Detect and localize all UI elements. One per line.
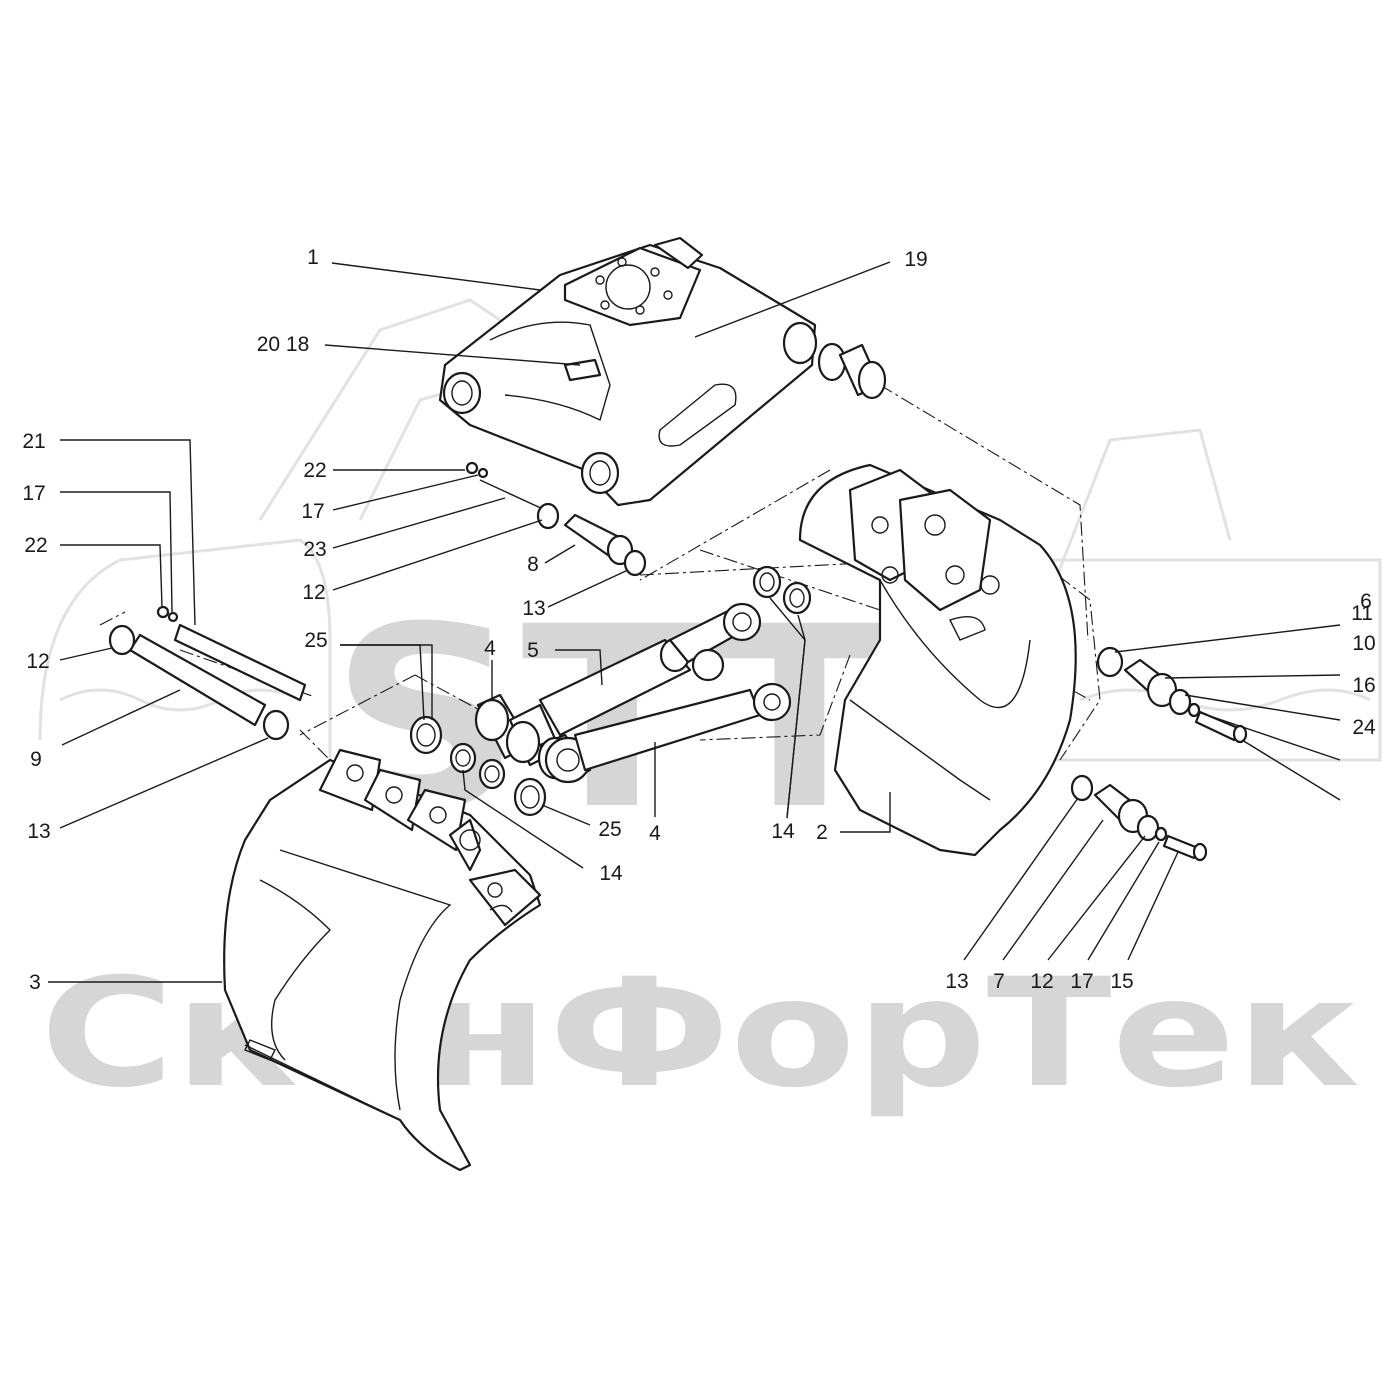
callout-12-right: 12 — [1030, 970, 1053, 993]
part-4-link-shaft — [573, 682, 792, 772]
callout-13-left: 13 — [27, 820, 50, 843]
callout-8: 8 — [527, 553, 539, 576]
callout-10: 10 — [1352, 632, 1375, 655]
part-2-right-grapple-arm — [798, 463, 1077, 857]
callout-3: 3 — [29, 971, 41, 994]
part-5-hydraulic-cylinder — [538, 602, 762, 737]
callout-21: 21 — [22, 430, 45, 453]
part-6-bushing-bolt-set — [1096, 646, 1248, 744]
callout-6-visible: 6 — [1360, 590, 1372, 613]
callout-17-left: 17 — [22, 482, 45, 505]
callout-13-right: 13 — [945, 970, 968, 993]
callout-labels: 1 19 20 18 21 17 22 22 17 23 12 8 13 12 … — [22, 246, 1376, 994]
callout-19: 19 — [904, 248, 927, 271]
leader-lines — [48, 261, 1341, 983]
part-19-bushing-rings — [817, 342, 887, 400]
callout-22-center: 22 — [303, 459, 326, 482]
callout-23: 23 — [303, 538, 326, 561]
callout-12-left: 12 — [26, 650, 49, 673]
part-3-left-grapple-arm — [223, 748, 542, 1172]
callout-16: 16 — [1352, 674, 1375, 697]
callout-9: 9 — [30, 748, 42, 771]
callout-24: 24 — [1352, 716, 1376, 739]
callout-5: 5 — [527, 639, 539, 662]
callout-4-top: 4 — [484, 637, 496, 660]
callout-4-bottom: 4 — [649, 822, 661, 845]
callout-17-center: 17 — [301, 500, 324, 523]
callout-1: 1 — [307, 246, 319, 269]
callout-17-right: 17 — [1070, 970, 1093, 993]
callout-7: 7 — [993, 970, 1005, 993]
callout-14-left: 14 — [599, 862, 623, 885]
callout-14-right: 14 — [771, 820, 795, 843]
callout-12-center: 12 — [302, 581, 325, 604]
callout-13-center: 13 — [522, 597, 545, 620]
part-8-bushing-set — [465, 461, 647, 577]
part-14-25-rings-left — [409, 715, 547, 817]
part-9-long-pin-set — [108, 605, 307, 741]
callout-11: 11 — [1351, 602, 1373, 625]
callout-20-18: 20 18 — [257, 333, 310, 356]
part-14-washers-right — [752, 565, 812, 615]
callout-15: 15 — [1110, 970, 1133, 993]
part-7-bushing-bolt-set — [1070, 774, 1208, 862]
callout-22-left: 22 — [24, 534, 47, 557]
callout-2: 2 — [816, 821, 828, 844]
callout-25-bottom: 25 — [598, 818, 621, 841]
callout-25-top: 25 — [304, 629, 327, 652]
part-1-rotator-frame — [438, 236, 818, 507]
